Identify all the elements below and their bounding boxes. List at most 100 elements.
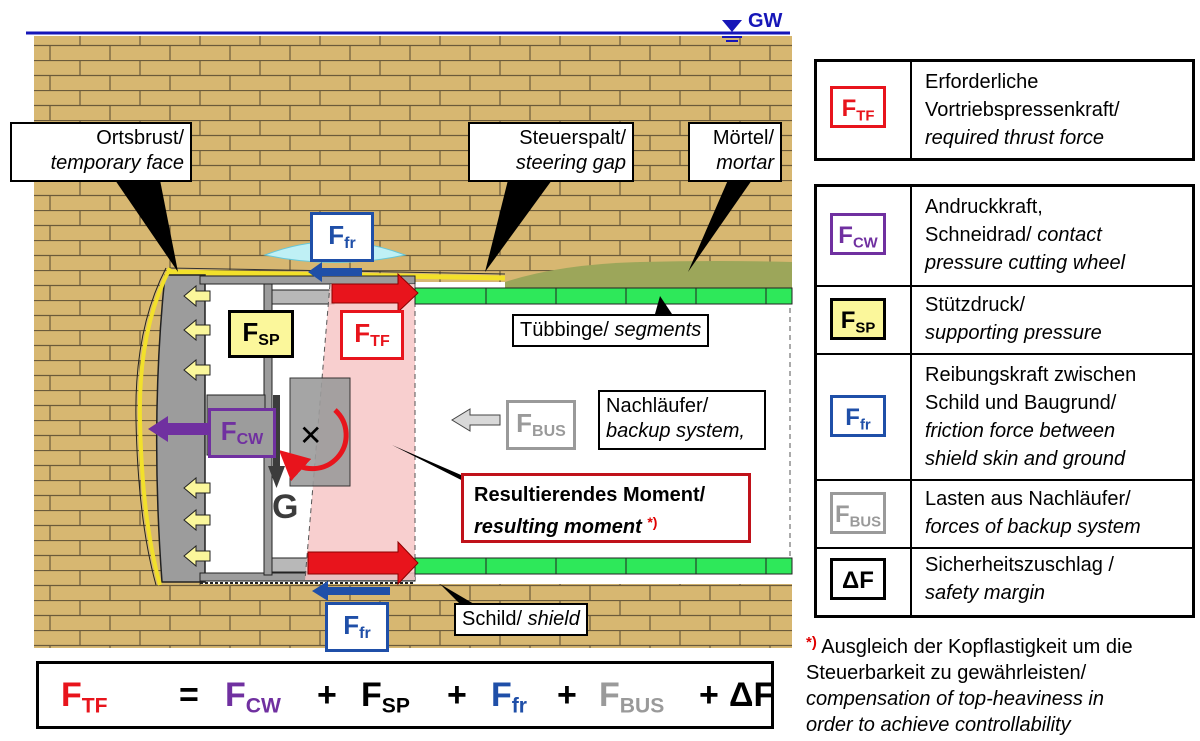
contact-force-head	[148, 416, 168, 442]
friction-arrow-top	[308, 262, 362, 282]
legend-row-backup: FBUS Lasten aus Nachläufer/ forces of ba…	[817, 479, 1192, 549]
center-of-gravity-mark: ✕	[299, 419, 322, 452]
callout-steering-gap: Steuerspalt/ steering gap	[468, 122, 634, 182]
force-equation: FTF = FCW + FSP + Ffr + FBUS + ΔF	[36, 661, 774, 729]
legend-thrust-line-2: Vortriebspressenkraft/	[925, 99, 1120, 121]
eq-plus-4: +	[699, 676, 719, 714]
segments-bottom	[414, 557, 793, 575]
legend-bus-sub: BUS	[849, 514, 882, 531]
eq-fcw-sub: CW	[245, 694, 281, 718]
moment-de: Resultierendes Moment/	[474, 484, 706, 506]
force-box-support: FSP	[228, 310, 294, 358]
support-pressure-arrows	[183, 284, 211, 568]
eq-fcw: FCW	[225, 676, 281, 718]
pointer-steering	[485, 180, 552, 272]
ftf-sub: TF	[370, 333, 390, 350]
eq-fsp-sub: SP	[381, 694, 410, 718]
legend-desc-backup: Lasten aus Nachläufer/ forces of backup …	[925, 485, 1141, 541]
eq-plus-3: +	[557, 676, 577, 714]
legend-bus-line-1: Lasten aus Nachläufer/	[925, 488, 1131, 510]
fbus-sub: BUS	[532, 423, 566, 440]
legend-forces-divider	[910, 187, 912, 615]
legend-sp-line-1: Stützdruck/	[925, 294, 1026, 316]
thrust-arrow-top	[331, 272, 419, 314]
footnote-de-1: Ausgleich der Kopflastigkeit um die	[816, 636, 1133, 658]
thrust-jack-top	[271, 289, 335, 305]
legend-desc-support: Stützdruck/ supporting pressure	[925, 291, 1102, 347]
callout-temporary-face: Ortsbrust/ temporary face	[10, 122, 192, 182]
legend-cw-line-2: Schneidrad/ contact	[925, 224, 1102, 246]
groundwater-symbol	[722, 20, 742, 32]
legend-symbol-backup: FBUS	[830, 492, 886, 534]
fbus-F: F	[516, 408, 533, 438]
legend-desc-thrust: Erforderliche Vortriebspressenkraft/ req…	[925, 68, 1120, 152]
face-outline	[135, 267, 167, 586]
legend-fr-line-3: friction force between	[925, 420, 1116, 442]
callout-segments-en: segments	[614, 319, 702, 341]
force-box-friction-bottom: Ffr	[325, 602, 389, 652]
legend-desc-safety: Sicherheitszuschlag / safety margin	[925, 551, 1114, 607]
callout-segments: Tübbinge/ segments	[512, 314, 710, 347]
shield-top	[199, 275, 416, 285]
legend-sp-sub: SP	[855, 320, 876, 337]
callout-face-en: temporary face	[50, 152, 184, 174]
legend-symbol-contact: FCW	[830, 213, 886, 255]
moment-en: resulting moment	[474, 516, 642, 538]
legend-symbol-safety: ΔF	[830, 558, 886, 600]
groundwater-ticks	[722, 36, 742, 42]
legend-desc-contact: Andruckkraft, Schneidrad/ contact pressu…	[925, 193, 1125, 277]
callout-shield: Schild/ shield	[454, 603, 588, 636]
fcw-sub: CW	[236, 431, 264, 448]
force-box-friction-top: Ffr	[310, 212, 374, 262]
resulting-moment-box: Resultierendes Moment/ resulting moment …	[461, 473, 751, 543]
callout-mortar: Mörtel/ mortar	[688, 122, 782, 182]
legend-fr-line-1: Reibungskraft zwischen	[925, 364, 1137, 386]
segment-joints	[485, 288, 767, 574]
callout-backup-en: backup system,	[606, 420, 745, 442]
footnote-de-2: Steuerbarkeit zu gewährleisten/	[806, 662, 1087, 684]
pointer-face	[115, 180, 178, 272]
callout-face-de: Ortsbrust/	[96, 127, 184, 149]
moment-arrow	[278, 408, 349, 482]
ff-top-sub: fr	[344, 235, 356, 252]
gravity-label: G	[272, 488, 299, 526]
support-pressure-arrow-6	[183, 544, 211, 568]
eq-ftf: FTF	[61, 676, 108, 718]
eq-equals: =	[179, 676, 199, 714]
legend-cw-line-1: Andruckkraft,	[925, 196, 1043, 218]
ff-bot-F: F	[343, 610, 360, 640]
legend-symbol-thrust: FTF	[830, 86, 886, 128]
eq-fsp: FSP	[361, 676, 410, 718]
mortar-layer	[505, 261, 792, 288]
callout-mortar-en: mortar	[716, 152, 774, 174]
legend-bus-line-2: forces of backup system	[925, 516, 1141, 538]
legend-row-contact: FCW Andruckkraft, Schneidrad/ contact pr…	[817, 187, 1192, 285]
ff-bot-sub: fr	[359, 625, 371, 642]
legend-cw-line-3: pressure cutting wheel	[925, 252, 1126, 274]
eq-fbus-sub: BUS	[619, 694, 665, 718]
callout-mortar-de: Mörtel/	[712, 127, 774, 149]
ftf-F: F	[354, 318, 371, 348]
legend-thrust-divider	[910, 62, 912, 158]
footnote-en-2: order to achieve controllability	[806, 714, 1071, 736]
eq-fbus: FBUS	[599, 676, 665, 718]
eq-delta: ΔF	[729, 676, 775, 714]
legend-row-support: FSP Stützdruck/ supporting pressure	[817, 285, 1192, 355]
legend-symbol-friction: Ffr	[830, 395, 886, 437]
fsp-F: F	[242, 317, 259, 347]
legend-thrust-sub: TF	[856, 108, 875, 125]
legend-fr-line-2: Schild und Baugrund/	[925, 392, 1117, 414]
footnote: *) Ausgleich der Kopflastigkeit um die S…	[806, 630, 1198, 738]
eq-plus-1: +	[317, 676, 337, 714]
callout-steering-en: steering gap	[515, 152, 626, 174]
groundwater-label: GW	[748, 10, 783, 32]
legend-desc-friction: Reibungskraft zwischen Schild und Baugru…	[925, 361, 1136, 473]
eq-ffr-sub: fr	[511, 694, 528, 718]
callout-shield-de: Schild/	[462, 608, 528, 630]
segments-top	[414, 287, 793, 305]
pointer-mortar	[688, 180, 752, 272]
footnote-star: *)	[806, 634, 817, 651]
eq-ftf-sub: TF	[81, 694, 108, 718]
legend-thrust-line-3: required thrust force	[925, 127, 1104, 149]
